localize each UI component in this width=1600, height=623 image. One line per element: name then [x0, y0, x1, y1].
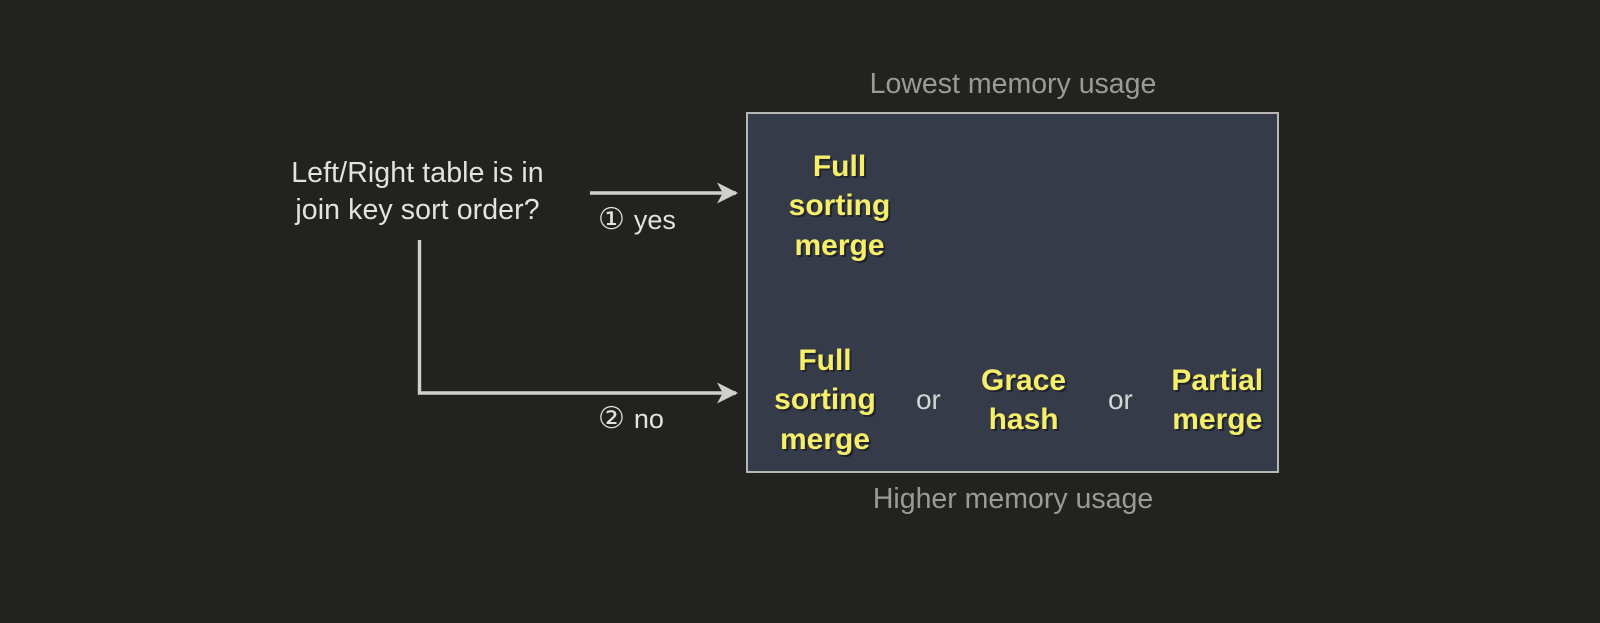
result-row-yes: Full sorting merge — [748, 136, 1277, 276]
branch-2-text: no — [633, 403, 664, 434]
decision-question: Left/Right table is in join key sort ord… — [291, 157, 544, 226]
circled-number-1-icon: ① — [598, 203, 625, 236]
results-panel: Full sorting merge Full sorting merge or… — [746, 112, 1279, 473]
algorithm-grace-hash: Grace hash — [981, 363, 1067, 437]
branch-label-no: ② no — [598, 404, 664, 434]
branch-label-yes: ① yes — [598, 205, 676, 235]
algorithm-full-sorting-merge: Full sorting merge — [788, 149, 891, 262]
conjunction-or: or — [915, 384, 941, 415]
branch-2-arrow — [417, 240, 739, 404]
conjunction-or: or — [1107, 384, 1133, 415]
caption-higher-memory: Higher memory usage — [872, 483, 1154, 515]
algorithm-full-sorting-merge: Full sorting merge — [774, 343, 876, 456]
caption-lowest-memory: Lowest memory usage — [869, 68, 1157, 100]
branch-1-text: yes — [633, 204, 676, 235]
result-row-no: Full sorting merge or Grace hash or Part… — [748, 330, 1277, 470]
circled-number-2-icon: ② — [598, 402, 625, 435]
algorithm-partial-merge: Partial merge — [1171, 363, 1264, 437]
